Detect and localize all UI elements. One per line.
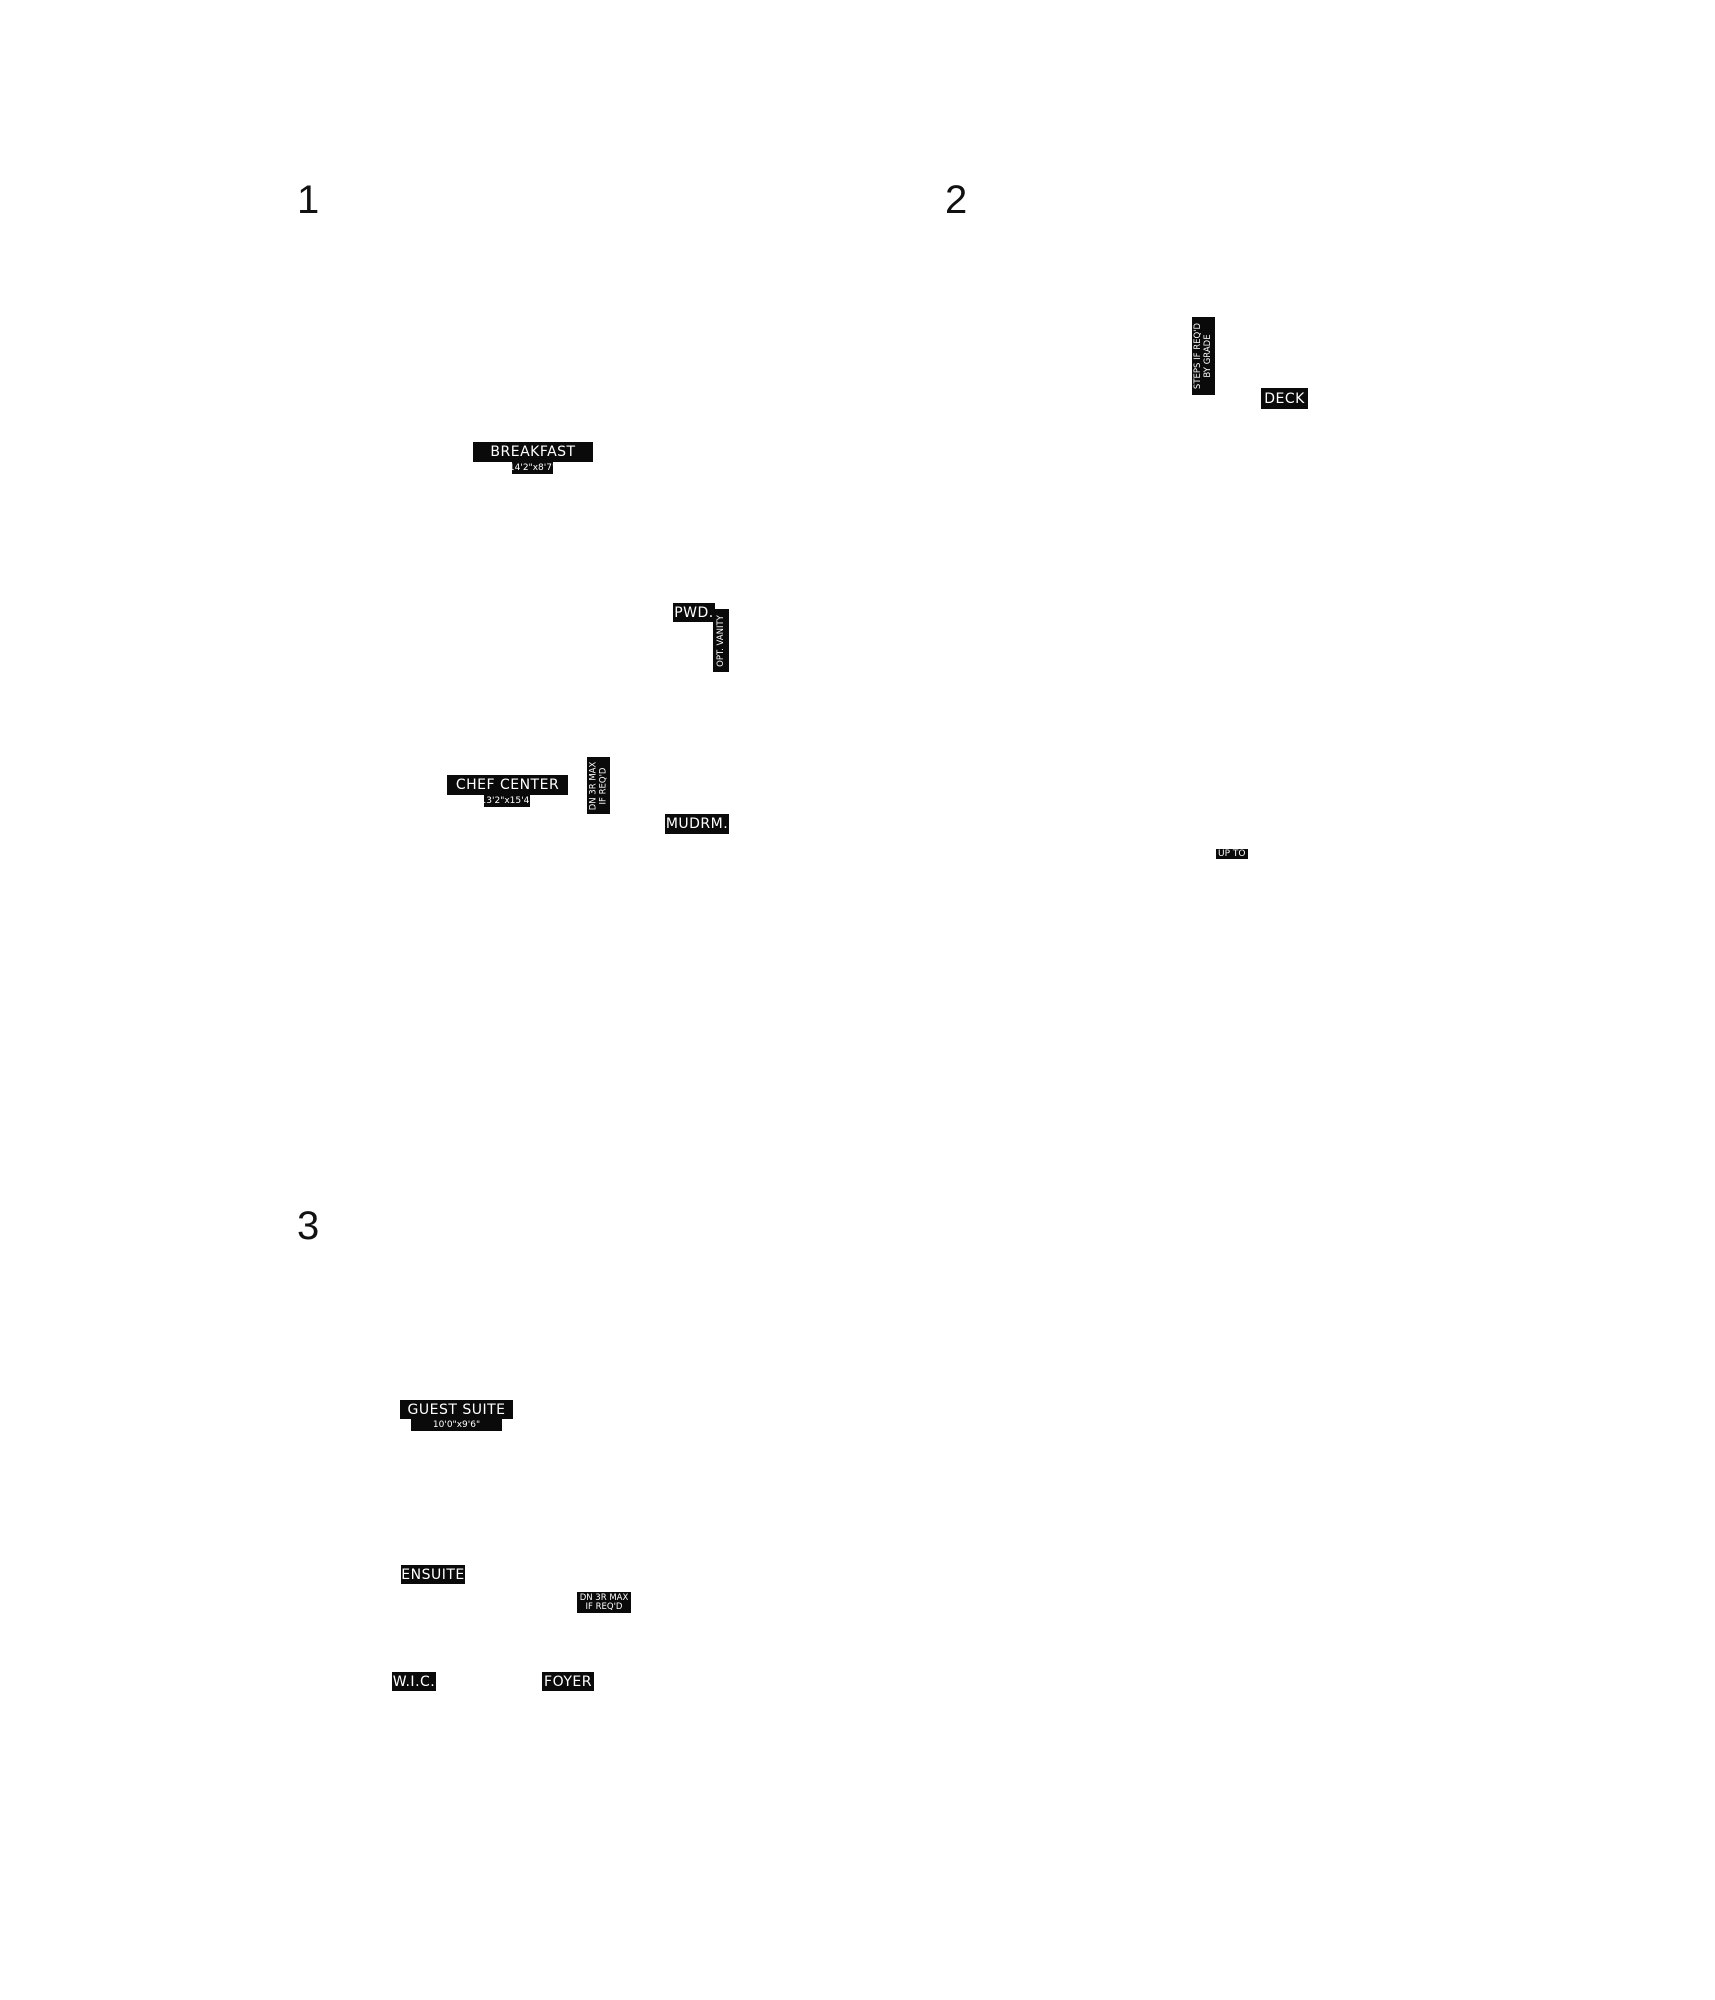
panel-number-1: 1 [297,178,320,222]
panel-number-3: 3 [297,1204,320,1248]
room-label-chef-center: CHEF CENTER [447,775,568,795]
note-dn-3r-line2: IF REQ'D [585,1601,623,1612]
note-dn-3r-max-panel-1: DN 3R MAX IF REQ'D [587,757,610,814]
room-label-wic: W.I.C. [392,1672,436,1691]
note-steps-line2: BY GRADE [1203,334,1214,378]
room-dims-breakfast: 14'2"x8'7" [512,462,553,474]
room-dims-chef-center: 13'2"x15'4" [484,795,530,807]
note-partial-tag: UP TO S [1216,849,1248,859]
room-dims-guest-suite: 10'0"x9'6" [411,1419,502,1431]
note-dn-3r-line1: DN 3R MAX [579,1592,629,1603]
note-dn-3r-line1: DN 3R MAX [588,761,599,810]
room-label-breakfast: BREAKFAST [473,442,593,462]
room-label-mudroom: MUDRM. [665,814,729,834]
note-dn-3r-line2: IF REQ'D [598,767,609,804]
note-steps-line1: STEPS IF REQ'D [1193,322,1204,390]
note-steps-if-reqd: STEPS IF REQ'D BY GRADE [1192,317,1215,395]
note-opt-vanity-text: OPT. VANITY [716,614,726,667]
room-label-foyer: FOYER [542,1672,594,1691]
room-label-guest-suite: GUEST SUITE [400,1400,513,1419]
note-opt-vanity: OPT. VANITY [713,609,729,672]
panel-number-2: 2 [945,178,968,222]
room-label-powder: PWD. [673,603,715,622]
note-dn-3r-max-panel-3: DN 3R MAX IF REQ'D [577,1592,631,1613]
room-label-ensuite: ENSUITE [401,1565,465,1584]
room-label-deck: DECK [1261,388,1308,409]
